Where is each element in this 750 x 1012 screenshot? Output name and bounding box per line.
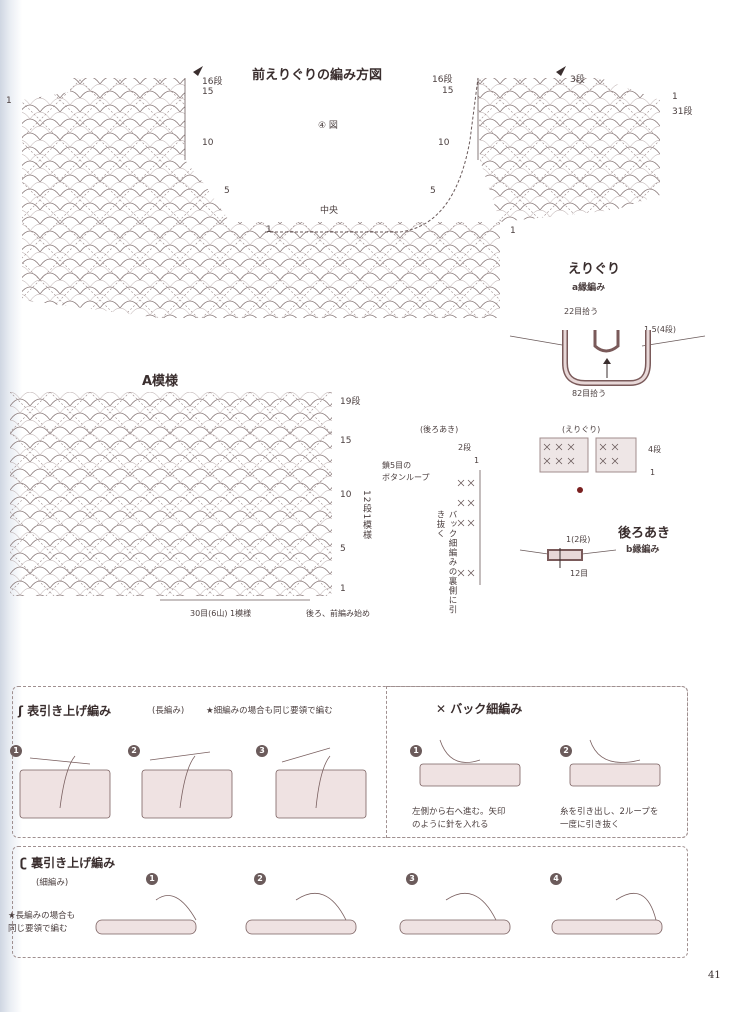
collar-pick-bottom: 82目拾う — [572, 389, 607, 398]
center-row-1: 1 — [266, 225, 272, 235]
collar-detail-title: (えりぐり) — [562, 425, 601, 434]
techniques-box-bottom — [12, 846, 688, 958]
pattern-a-row-5: 5 — [340, 544, 346, 554]
front-post-icon: ʃ — [18, 704, 28, 718]
page-number: 41 — [708, 970, 721, 981]
pattern-a-repeat-sts: 30目(6山) 1模様 — [190, 609, 252, 618]
collar-detail-row-1: 1 — [650, 468, 656, 477]
back-sc-caption-1: 左側から右へ進む。矢印 のように針を入れる — [412, 807, 506, 830]
outer-row-3: 3段 — [570, 75, 585, 85]
back-detail-vertical-note: バック細編みの裏側に引き抜く — [435, 510, 457, 615]
right-row-16: 16段 — [432, 75, 453, 85]
pattern-a-start-note: 後ろ、前編み始め — [306, 609, 370, 618]
front-post-step-3: 3 — [256, 738, 268, 757]
front-post-note: ★細編みの場合も同じ要領で編む — [206, 706, 333, 716]
back-opening-bottom: 12目 — [570, 569, 589, 578]
front-post-step-2: 2 — [128, 738, 140, 757]
collar-detail-chart — [539, 437, 637, 493]
right-row-5: 5 — [430, 186, 436, 196]
center-label: 中央 — [320, 206, 339, 216]
pattern-a-row-10: 10 — [340, 490, 352, 500]
collar-subtitle: a縁編み — [572, 283, 606, 293]
back-detail-rows: 2段 — [458, 443, 472, 452]
collar-side: 1.5(4段) — [644, 325, 677, 334]
left-edge-1: 1 — [6, 96, 12, 106]
left-row-16: 16段 — [202, 77, 223, 87]
back-opening-subtitle: b縁編み — [626, 545, 660, 555]
button-loop-label: 鎖5目の ボタンループ — [382, 461, 430, 482]
collar-title: えりぐり — [568, 262, 621, 277]
front-post-illustrations — [19, 747, 367, 819]
pattern-a-row-1: 1 — [340, 584, 346, 594]
pattern-a-chart — [10, 392, 332, 601]
back-post-note: ★長編みの場合も 同じ要領で編む — [8, 911, 76, 934]
outer-row-1b: 1 — [510, 226, 516, 236]
pattern-a-title: A模様 — [142, 374, 179, 389]
back-sc-step-1: 1 — [410, 738, 422, 757]
left-row-15: 15 — [202, 87, 214, 97]
back-sc-icon: ✕ — [436, 702, 451, 716]
back-sc-step-2: 2 — [560, 738, 572, 757]
neck-chart-title: 前えりぐりの編み方図 — [252, 68, 383, 83]
front-post-sub: (長編み) — [152, 706, 185, 716]
back-sc-box — [386, 686, 688, 838]
back-opening-diagram — [519, 548, 617, 568]
front-post-step-1: 1 — [10, 738, 22, 757]
pattern-a-row-19: 19段 — [340, 397, 361, 407]
pattern-a-repeat-rows: 12段1模様 — [361, 490, 371, 541]
back-post-step-3: 3 — [406, 866, 418, 885]
back-sc-caption-2: 糸を引き出し、2ループを 一度に引き抜く — [560, 807, 659, 830]
pattern-a-row-15: 15 — [340, 436, 352, 446]
back-post-step-4: 4 — [550, 866, 562, 885]
right-row-10: 10 — [438, 138, 450, 148]
left-row-10: 10 — [202, 138, 214, 148]
back-detail-title: (後ろあき) — [420, 425, 459, 434]
figure-number: ④ 図 — [318, 121, 338, 131]
collar-pick-top: 22目拾う — [564, 307, 599, 316]
neck-chart-diagram — [22, 66, 660, 318]
back-opening-title: 後ろあき — [618, 526, 671, 541]
back-post-step-2: 2 — [254, 866, 266, 885]
left-row-5: 5 — [224, 186, 230, 196]
collar-diagram — [509, 330, 706, 386]
back-post-illustrations — [95, 892, 663, 935]
outer-row-1a: 1 — [672, 92, 678, 102]
back-post-icon: ʗ — [20, 856, 32, 870]
collar-detail-row-4: 4段 — [648, 445, 662, 454]
right-row-15: 15 — [442, 86, 454, 96]
back-opening-top: 1(2段) — [566, 535, 591, 544]
back-post-title: ʗ 裏引き上げ編み — [20, 856, 116, 870]
back-sc-title: ✕ バック細編み — [436, 702, 523, 716]
back-post-sub: (細編み) — [36, 878, 69, 888]
back-post-step-1: 1 — [146, 866, 158, 885]
back-detail-row-marker: 1 — [474, 456, 480, 465]
outer-row-31: 31段 — [672, 107, 693, 117]
front-post-title: ʃ 表引き上げ編み — [18, 704, 112, 718]
back-opening-stitch-chart — [457, 470, 481, 585]
back-sc-illustrations — [419, 739, 661, 787]
